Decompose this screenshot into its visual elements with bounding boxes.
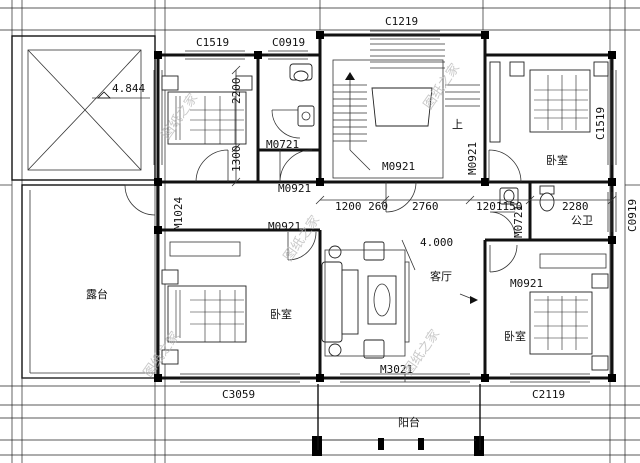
label-c1519-top: C1519 bbox=[196, 36, 229, 49]
door-m0921-br bbox=[489, 244, 518, 273]
tv-cabinet bbox=[404, 261, 410, 343]
door-m0921-a bbox=[279, 149, 313, 183]
label-height-4844: 4.844 bbox=[112, 82, 145, 95]
bed-top-right bbox=[489, 61, 609, 143]
label-m0721-a: M0721 bbox=[266, 138, 299, 151]
label-m0921-right: M0921 bbox=[466, 142, 479, 175]
label-bath-right: 公卫 bbox=[571, 214, 593, 227]
label-m0921-living: M0921 bbox=[268, 220, 301, 233]
bathroom-fixtures-left bbox=[289, 63, 315, 127]
doors bbox=[124, 109, 522, 383]
label-m1024: M1024 bbox=[172, 197, 185, 230]
label-bedroom-tr: 卧室 bbox=[546, 153, 568, 167]
door-m0921-living bbox=[287, 231, 317, 261]
label-m0921-stair: M0921 bbox=[382, 160, 415, 173]
window-c1519-right bbox=[607, 70, 617, 165]
door-m0721-bath bbox=[489, 211, 516, 238]
door-m1024 bbox=[124, 184, 156, 216]
window-c2119 bbox=[510, 373, 590, 383]
coffee-table bbox=[367, 275, 397, 325]
door-m0921-right bbox=[488, 149, 522, 183]
label-dim-2760: 2760 bbox=[412, 200, 439, 213]
label-c1219-top: C1219 bbox=[385, 15, 418, 28]
label-c0919-top: C0919 bbox=[272, 36, 305, 49]
roof-slab bbox=[11, 35, 156, 181]
window-c0919-right bbox=[607, 192, 617, 232]
label-terrace: 露台 bbox=[86, 287, 108, 301]
label-dim-1300: 1300 bbox=[230, 146, 243, 173]
window-c3059 bbox=[180, 373, 300, 383]
armchair-top bbox=[363, 241, 385, 261]
balcony bbox=[317, 384, 481, 450]
label-dim-2280: 2280 bbox=[562, 200, 589, 213]
staircase bbox=[332, 43, 480, 179]
bed-bottom-left bbox=[161, 241, 247, 365]
interior-walls bbox=[158, 55, 612, 378]
terrace-area bbox=[21, 184, 158, 379]
toilet-bowl bbox=[293, 70, 309, 82]
sink bbox=[297, 105, 315, 127]
svg-text:图纸之家: 图纸之家 bbox=[400, 327, 443, 379]
door-bath bbox=[271, 109, 301, 139]
label-c0919-right: C0919 bbox=[626, 199, 639, 232]
label-height-4000: 4.000 bbox=[420, 236, 453, 249]
label-bedroom-br: 卧室 bbox=[504, 329, 526, 343]
plan-labels: C1519 C0919 C1219 4.844 2200 1300 M0721 … bbox=[86, 15, 639, 429]
label-bedroom-left: 卧室 bbox=[270, 307, 292, 321]
living-room-furniture bbox=[321, 239, 478, 359]
label-m3021: M3021 bbox=[380, 363, 413, 376]
window-c1219-top bbox=[370, 30, 440, 40]
bed-top-left bbox=[161, 75, 253, 145]
window-c1519-top bbox=[185, 50, 245, 60]
label-c2119: C2119 bbox=[532, 388, 565, 401]
label-balcony: 阳台 bbox=[398, 415, 420, 429]
label-dims-mid2: 1201150 bbox=[476, 200, 522, 213]
label-c3059: C3059 bbox=[222, 388, 255, 401]
window-c0919-top bbox=[268, 50, 308, 60]
dimension-ticks bbox=[231, 65, 617, 205]
windows bbox=[153, 30, 617, 383]
label-living: 客厅 bbox=[430, 269, 452, 283]
label-m0721-b: M0721 bbox=[512, 205, 525, 238]
door-m0721-bedroom bbox=[195, 149, 229, 183]
bed-bottom-right bbox=[529, 253, 609, 371]
label-m0921-br: M0921 bbox=[510, 277, 543, 290]
armchair-bottom bbox=[363, 339, 385, 359]
label-c1519-right: C1519 bbox=[594, 107, 607, 140]
label-up: 上 bbox=[452, 118, 463, 131]
label-dims-mid: 1200 260 bbox=[335, 200, 388, 213]
door-m0921-stair bbox=[385, 181, 417, 213]
label-m0921-a: M0921 bbox=[278, 182, 311, 195]
structural-columns bbox=[154, 31, 616, 456]
label-dim-2200: 2200 bbox=[230, 78, 243, 105]
